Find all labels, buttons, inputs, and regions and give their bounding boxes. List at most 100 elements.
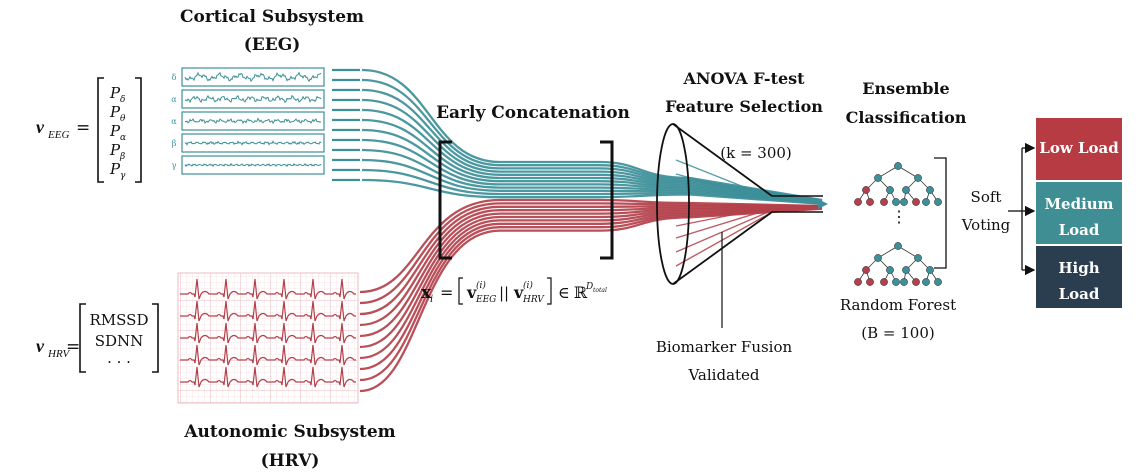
anova-title: ANOVA F-test xyxy=(682,69,805,88)
k-label: (k = 300) xyxy=(720,144,792,162)
class-label-line2: Load xyxy=(1059,221,1100,239)
fusion-label: Biomarker Fusion xyxy=(656,338,793,356)
eeg-band-label: δ xyxy=(172,73,177,82)
ecg-trace xyxy=(180,322,356,344)
eeg-component: P xyxy=(109,160,121,178)
tree-node xyxy=(934,278,942,286)
eeg-band-box xyxy=(181,67,325,87)
tree-node xyxy=(922,198,930,206)
class-label: Medium xyxy=(1044,195,1113,213)
formula-v2-sup: (i) xyxy=(523,280,533,291)
concat-bracket-right xyxy=(600,140,614,260)
feature-ribbons xyxy=(332,68,828,393)
class-box xyxy=(1036,118,1122,180)
funnel-spout xyxy=(772,195,823,213)
formula-x-sub: i xyxy=(430,294,433,305)
tree-node xyxy=(892,278,900,286)
ensemble-title: Ensemble xyxy=(862,79,949,98)
eeg-feature-ribbon xyxy=(361,118,823,203)
eeg-band-label: γ xyxy=(172,161,177,170)
tree-node xyxy=(902,266,910,274)
hrv-feature-ribbon xyxy=(359,207,823,382)
hrv-feature-ribbon xyxy=(359,198,823,294)
ecg-trace xyxy=(180,344,356,366)
tree-node xyxy=(894,242,902,250)
formula-x: x xyxy=(421,283,432,303)
tree-node xyxy=(854,278,862,286)
tree-node xyxy=(874,254,882,262)
hrv-feature-ribbon xyxy=(359,207,823,393)
trees-ellipsis: ⋮ xyxy=(891,207,907,226)
eeg-component: P xyxy=(109,84,121,102)
eeg-waveform xyxy=(184,140,322,146)
tree-node xyxy=(880,278,888,286)
formula-v1-sub: EEG xyxy=(475,295,496,305)
eeg-component-subscript: β xyxy=(119,152,125,162)
tree-edge xyxy=(897,245,919,259)
formula-bracket-right xyxy=(547,277,552,305)
tree-node xyxy=(922,278,930,286)
eeg-equals: = xyxy=(76,118,90,138)
hrv-vector-subscript: HRV xyxy=(47,348,70,360)
decision-tree xyxy=(854,162,942,206)
hrv-feature-ribbon xyxy=(359,202,823,305)
hrv-vector-symbol: v xyxy=(36,336,45,356)
eeg-feature-ribbon xyxy=(361,148,823,204)
eeg-component: P xyxy=(109,122,121,140)
tree-node xyxy=(926,186,934,194)
formula-in: ∈ xyxy=(558,283,570,302)
eeg-band-label: β xyxy=(172,139,177,148)
tree-edge xyxy=(877,165,899,179)
decision-tree xyxy=(854,242,942,286)
hrv-bracket-left xyxy=(79,303,86,373)
discarded-feature-line xyxy=(675,208,771,239)
hrv-bracket-right xyxy=(152,303,159,373)
eeg-feature-ribbon xyxy=(361,78,823,202)
cortical-title: Cortical Subsystem xyxy=(180,7,364,27)
tree-node xyxy=(880,198,888,206)
tree-node xyxy=(912,198,920,206)
cortical-subtitle: (EEG) xyxy=(244,35,301,55)
hrv-component: SDNN xyxy=(95,332,144,350)
formula-v1: v xyxy=(466,283,477,302)
discarded-feature-line xyxy=(675,206,771,227)
eeg-band-box xyxy=(181,89,325,109)
eeg-feature-ribbon xyxy=(361,128,823,204)
tree-node xyxy=(862,186,870,194)
eeg-component-subscript: δ xyxy=(120,95,125,105)
formula-v1-sup: (i) xyxy=(476,280,486,291)
eeg-waveform xyxy=(184,162,322,168)
class-label: High xyxy=(1058,259,1099,277)
hrv-component: RMSSD xyxy=(90,311,149,329)
eeg-band-box xyxy=(181,133,325,153)
eeg-waveform xyxy=(184,117,322,125)
soft-label: Soft xyxy=(971,188,1002,206)
fusion-validated-label: Validated xyxy=(687,366,759,384)
eeg-waveform xyxy=(184,94,322,104)
eeg-feature-ribbon xyxy=(361,88,823,202)
hrv-feature-ribbon xyxy=(359,206,823,338)
ecg-trace xyxy=(180,300,356,322)
class-box xyxy=(1036,246,1122,308)
eeg-feature-ribbon xyxy=(361,138,823,204)
random-forest-label: Random Forest xyxy=(840,296,956,314)
tree-node xyxy=(854,198,862,206)
autonomic-title: Autonomic Subsystem xyxy=(183,422,395,442)
concat-formula: x i = v (i) EEG || v (i) HRV ∈ ℝ D total xyxy=(421,277,607,305)
eeg-feature-ribbon xyxy=(361,98,823,203)
eeg-band-box xyxy=(181,111,325,131)
tree-node xyxy=(866,278,874,286)
discarded-feature-line xyxy=(675,212,771,267)
tree-node xyxy=(900,278,908,286)
tree-edge xyxy=(877,245,899,259)
b-label: (B = 100) xyxy=(861,324,934,342)
voting-bracket xyxy=(934,157,947,269)
tree-node xyxy=(892,198,900,206)
formula-separator: || xyxy=(499,284,509,302)
eeg-vector-symbol: v xyxy=(36,117,45,137)
tree-node xyxy=(886,186,894,194)
